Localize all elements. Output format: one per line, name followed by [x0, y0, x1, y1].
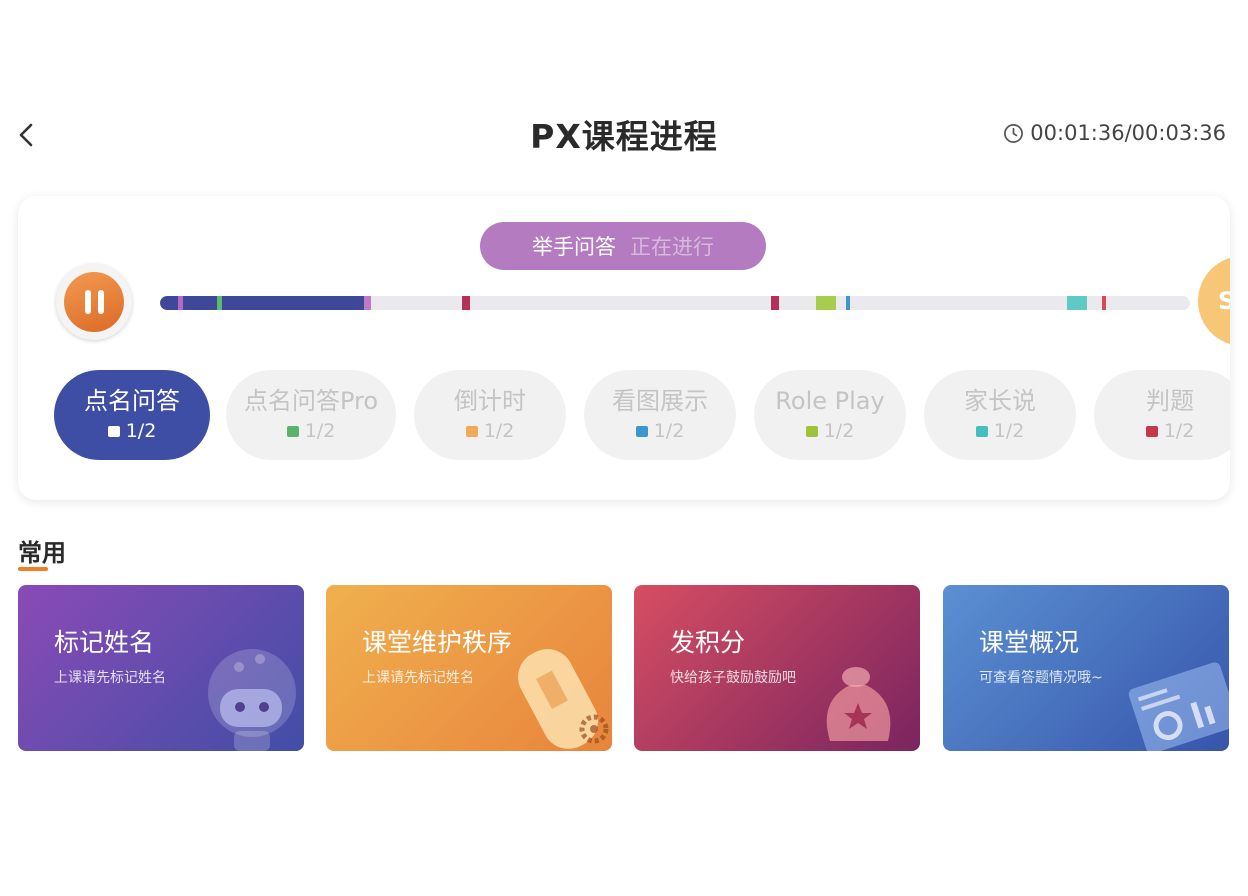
session-timer: 00:01:36/00:03:36 — [1003, 121, 1226, 145]
activity-tab-count: 1/2 — [483, 420, 515, 443]
tool-card-mark-names[interactable]: 标记姓名 上课请先标记姓名 — [18, 585, 304, 751]
pause-icon — [64, 272, 124, 332]
tool-card-title: 课堂概况 — [979, 628, 1080, 657]
section-title: 常用 — [18, 539, 66, 567]
page-title: PX课程进程 — [530, 117, 718, 156]
bandage-icon — [518, 649, 609, 749]
activity-tab-count: 1/2 — [653, 420, 685, 443]
activity-tab-label: 倒计时 — [454, 386, 526, 415]
tool-card-subtitle: 快给孩子鼓励鼓励吧 — [670, 670, 796, 686]
clock-icon — [1004, 123, 1024, 143]
tool-card-title: 发积分 — [670, 628, 746, 657]
money-bag-icon — [826, 667, 891, 741]
activity-color-square — [107, 425, 120, 437]
activity-tab-rollcall-pro[interactable]: 点名问答Pro 1/2 — [226, 370, 396, 460]
activity-color-square — [635, 425, 648, 437]
side-badge[interactable]: S — [1198, 256, 1230, 346]
activity-tab-label: 看图展示 — [612, 386, 708, 415]
section-underline — [18, 567, 48, 571]
timeline-marker — [364, 296, 371, 310]
dashboard-icon — [1128, 662, 1229, 751]
current-activity-pill: 举手问答 正在进行 — [480, 222, 766, 270]
activity-tab-label: 点名问答Pro — [243, 386, 379, 415]
tool-card-subtitle: 上课请先标记姓名 — [362, 670, 474, 686]
timeline-marker — [462, 296, 470, 310]
timeline-marker — [771, 296, 779, 310]
pause-button[interactable] — [56, 264, 132, 340]
activity-tab-count: 1/2 — [304, 420, 336, 443]
course-timeline[interactable] — [160, 296, 1190, 310]
activity-color-square — [465, 425, 478, 437]
activity-tab-label: 点名问答 — [84, 386, 180, 415]
activity-color-square — [286, 425, 299, 437]
activity-tab-countdown[interactable]: 倒计时 1/2 — [414, 370, 566, 460]
robot-icon — [208, 649, 296, 751]
timeline-marker — [178, 296, 183, 310]
back-icon[interactable] — [14, 122, 40, 148]
tool-card-subtitle: 上课请先标记姓名 — [54, 670, 166, 686]
tool-card-title: 标记姓名 — [54, 628, 155, 657]
tool-card-subtitle: 可查看答题情况哦~ — [979, 670, 1103, 686]
timeline-marker — [816, 296, 836, 310]
timeline-marker — [1067, 296, 1087, 310]
activity-tab-count: 1/2 — [1163, 420, 1195, 443]
activity-tabs: 点名问答 1/2 点名问答Pro 1/2 倒计时 1/2 看图展示 1/2 Ro… — [54, 370, 1230, 460]
current-activity-name: 举手问答 — [532, 235, 616, 259]
tool-card-title: 课堂维护秩序 — [362, 628, 513, 657]
timer-text: 00:01:36/00:03:36 — [1030, 121, 1226, 145]
activity-tab-role-play[interactable]: Role Play 1/2 — [754, 370, 906, 460]
activity-tab-count: 1/2 — [823, 420, 855, 443]
activity-tab-parent-talk[interactable]: 家长说 1/2 — [924, 370, 1076, 460]
activity-color-square — [975, 425, 988, 437]
activity-tab-count: 1/2 — [125, 420, 157, 443]
activity-tab-label: 判题 — [1146, 386, 1194, 415]
activity-tab-picture-show[interactable]: 看图展示 1/2 — [584, 370, 736, 460]
timeline-progress — [160, 296, 366, 310]
timeline-marker — [1102, 296, 1106, 310]
tool-card-class-overview[interactable]: 课堂概况 可查看答题情况哦~ — [943, 585, 1229, 751]
timeline-marker — [217, 296, 222, 310]
activity-tab-judge[interactable]: 判题 1/2 — [1094, 370, 1230, 460]
activity-tab-label: Role Play — [775, 386, 885, 415]
activity-color-square — [805, 425, 818, 437]
activity-color-square — [1145, 425, 1158, 437]
tool-card-classroom-order[interactable]: 课堂维护秩序 上课请先标记姓名 — [326, 585, 612, 751]
activity-tab-count: 1/2 — [993, 420, 1025, 443]
tool-card-award-points[interactable]: 发积分 快给孩子鼓励鼓励吧 — [634, 585, 920, 751]
timeline-marker — [846, 296, 850, 310]
current-activity-state: 正在进行 — [630, 235, 714, 259]
activity-tab-rollcall[interactable]: 点名问答 1/2 — [54, 370, 210, 460]
course-progress-card: 举手问答 正在进行 S 点名问答 1/2 点名问答Pro 1/2 倒计时 1/2 — [18, 196, 1230, 500]
activity-tab-label: 家长说 — [964, 386, 1036, 415]
